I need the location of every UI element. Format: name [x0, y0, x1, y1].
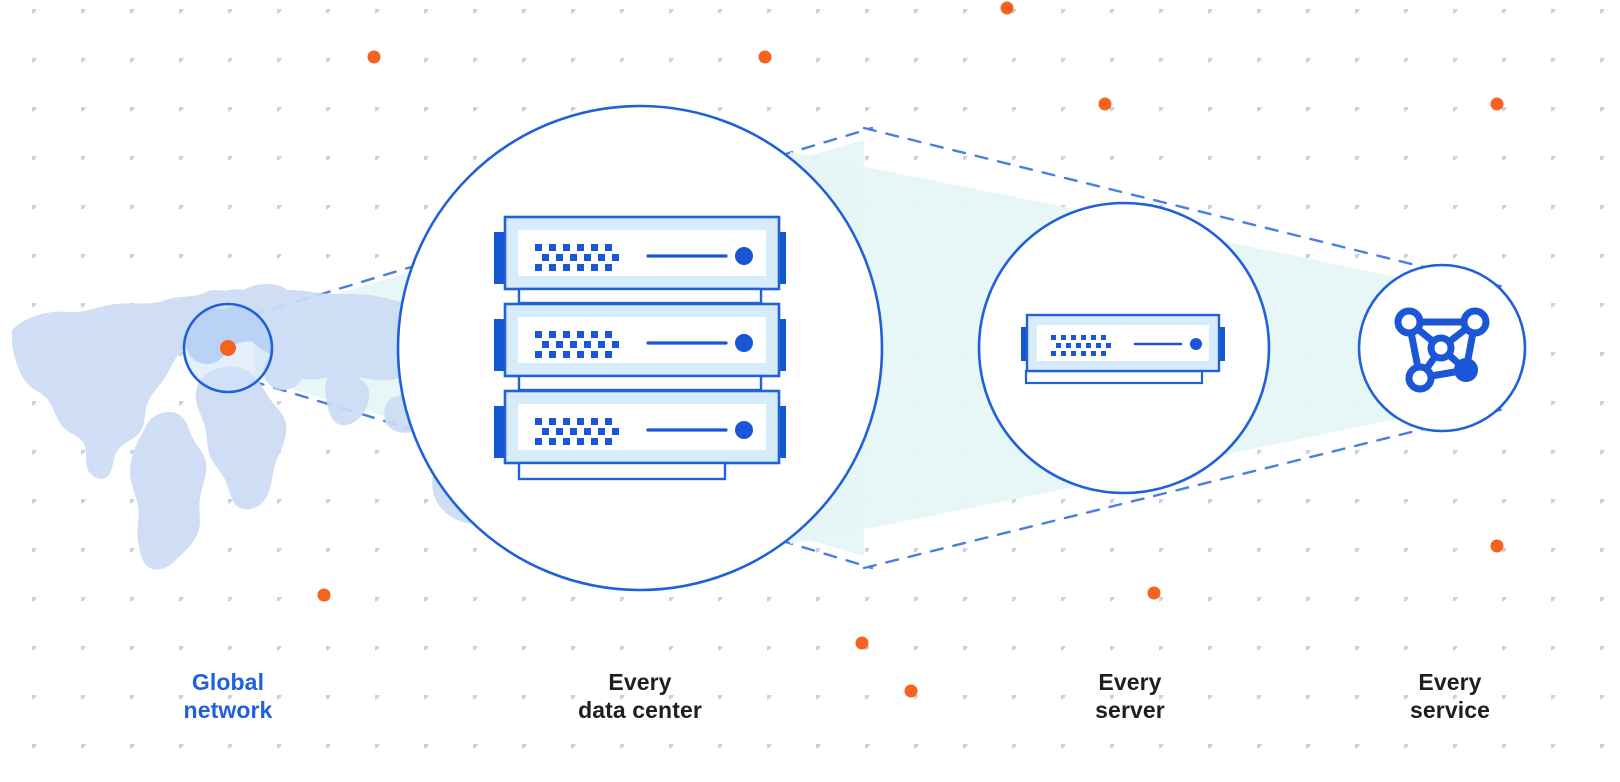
- map-location-dot: [220, 340, 236, 356]
- status-indicator-dot: [735, 334, 753, 352]
- server-rack-icon: [494, 215, 786, 481]
- single-server-icon: [1021, 313, 1225, 385]
- led-matrix: [535, 331, 619, 358]
- orange-accent-dots: [317, 1, 1504, 698]
- led-matrix: [1051, 335, 1111, 356]
- label-global-network: Global network: [183, 669, 273, 724]
- label-every-server: Every server: [1095, 669, 1165, 724]
- server-rack-unit: [494, 389, 786, 465]
- led-matrix: [535, 418, 619, 445]
- map-zoom-circle: [182, 302, 274, 394]
- label-every-data-center: Every data center: [578, 669, 702, 724]
- status-indicator-dot: [735, 247, 753, 265]
- server-rack-unit: [494, 302, 786, 378]
- server-rack-unit: [494, 215, 786, 291]
- label-every-service: Every service: [1410, 669, 1490, 724]
- status-indicator-dot: [735, 421, 753, 439]
- world-map-zoom-highlight: [185, 305, 271, 391]
- led-matrix: [535, 244, 619, 271]
- status-indicator-dot: [1190, 338, 1202, 350]
- network-mesh-icon: [1394, 307, 1490, 393]
